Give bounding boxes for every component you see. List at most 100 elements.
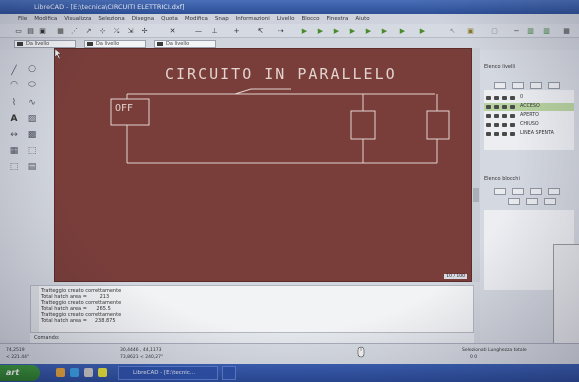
zoom-window-icon[interactable]: ▶ (365, 27, 372, 35)
lock-icon[interactable] (494, 105, 499, 109)
restrict-icon[interactable]: — (195, 27, 202, 35)
menu-snap[interactable]: Snap (214, 16, 229, 22)
print-layer-icon[interactable] (502, 132, 507, 136)
zoom-pan-icon[interactable]: ▶ (381, 27, 388, 35)
start-button[interactable]: art (0, 365, 40, 381)
polyline-tool-icon[interactable]: ⌇ (11, 98, 17, 108)
menu-blocco[interactable]: Blocco (301, 16, 320, 22)
pointer-icon[interactable]: ↖ (449, 27, 456, 35)
pen-width-combo[interactable]: Da livello (84, 40, 146, 48)
eye-icon[interactable] (486, 123, 491, 127)
ellipse-tool-icon[interactable]: ⬭ (28, 80, 36, 90)
print-layer-icon[interactable] (502, 114, 507, 118)
menu-seleziona[interactable]: Seleziona (98, 16, 125, 22)
dock2-icon[interactable]: ▥ (543, 27, 550, 35)
menu-livello[interactable]: Livello (276, 16, 295, 22)
ortho-icon[interactable]: ⊥ (211, 27, 218, 35)
options-icon[interactable]: ▢ (491, 27, 498, 35)
snap-end-icon[interactable]: ↗ (85, 27, 92, 35)
command-input[interactable]: Comando: (30, 333, 474, 343)
dock-icon[interactable]: ▥ (527, 27, 534, 35)
overlapping-dialog[interactable] (553, 244, 579, 354)
command-dock-handle[interactable] (31, 286, 39, 332)
layer-hide-all-icon[interactable] (512, 82, 524, 89)
eye-icon[interactable] (486, 105, 491, 109)
layer-remove-icon[interactable] (548, 82, 560, 89)
properties-icon[interactable]: ▣ (467, 27, 474, 35)
block-save-icon[interactable] (544, 198, 556, 205)
block-hide-icon[interactable] (512, 188, 524, 195)
zoom-prev-icon[interactable]: ▶ (349, 27, 356, 35)
lock-icon[interactable] (494, 132, 499, 136)
pen-color-combo[interactable]: Da livello (14, 40, 76, 48)
line-tool-icon[interactable]: ╱ (11, 66, 17, 76)
print-layer-icon[interactable] (502, 123, 507, 127)
layer-show-all-icon[interactable] (494, 82, 506, 89)
scrollbar-thumb[interactable] (473, 188, 479, 202)
quicklaunch-explorer-icon[interactable] (56, 368, 65, 377)
text-tool-icon[interactable]: A (10, 114, 18, 124)
zoom-auto-icon[interactable]: ▶ (333, 27, 340, 35)
circle-tool-icon[interactable]: ○ (28, 64, 36, 74)
menu-informazioni[interactable]: Informazioni (235, 16, 270, 22)
print-icon[interactable]: ▦ (563, 27, 570, 35)
eye-icon[interactable] (486, 114, 491, 118)
quicklaunch-app-icon[interactable] (84, 368, 93, 377)
zoom-in-icon[interactable]: ▶ (301, 27, 308, 35)
menu-finestra[interactable]: Finestra (326, 16, 349, 22)
zoom-out-icon[interactable]: ▶ (317, 27, 324, 35)
block-add-icon[interactable] (530, 188, 542, 195)
info-tool-icon[interactable]: ▤ (27, 162, 37, 172)
snap-center-icon[interactable]: ⊹ (99, 27, 106, 35)
block-tool-icon[interactable]: ▦ (9, 146, 19, 156)
layer-row-chiuso[interactable]: CHIUSO (484, 121, 574, 129)
layer-tool-icon[interactable]: ▶ (419, 27, 426, 35)
layer-row-linea-spenta[interactable]: LINEA SPENTA (484, 130, 574, 138)
snap-grid-icon[interactable]: ⋰ (71, 27, 78, 35)
pen-linetype-combo[interactable]: Da livello (154, 40, 216, 48)
layer-row-acceso[interactable]: ACCESO (484, 103, 574, 111)
close-snap-icon[interactable]: ✕ (169, 27, 176, 35)
block-remove-icon[interactable] (548, 188, 560, 195)
menu-modifica-2[interactable]: Modifica (184, 16, 208, 22)
save-file-icon[interactable]: ▣ (39, 27, 46, 35)
print-layer-icon[interactable] (502, 96, 507, 100)
menu-visualizza[interactable]: Visualizza (64, 16, 92, 22)
menu-aiuto[interactable]: Aiuto (355, 16, 370, 22)
select-tool-icon[interactable]: ⬚ (9, 162, 19, 172)
spline-tool-icon[interactable]: ∿ (28, 98, 36, 108)
snap-dist-icon[interactable]: ⇲ (127, 27, 134, 35)
minus-icon[interactable]: − (513, 27, 520, 35)
lock-icon[interactable] (494, 123, 499, 127)
plus-icon[interactable]: + (233, 27, 240, 35)
snap-intersect-icon[interactable]: ✢ (141, 27, 148, 35)
relative-zero-icon[interactable]: ↸ (257, 27, 264, 35)
construction-icon[interactable] (510, 96, 515, 100)
quicklaunch-browser-icon[interactable] (70, 368, 79, 377)
menu-quota[interactable]: Quota (161, 16, 178, 22)
block-edit-icon[interactable] (508, 198, 520, 205)
construction-icon[interactable] (510, 123, 515, 127)
redraw-icon[interactable]: ▶ (399, 27, 406, 35)
construction-icon[interactable] (510, 132, 515, 136)
menu-file[interactable]: File (18, 16, 28, 22)
taskbar-librecad-button[interactable]: LibreCAD - [E:\tecnic... (118, 366, 218, 380)
arc-tool-icon[interactable]: ◠ (10, 80, 18, 90)
lock-icon[interactable] (494, 114, 499, 118)
layer-row-0[interactable]: 0 (484, 94, 574, 102)
construction-icon[interactable] (510, 105, 515, 109)
layer-row-aperto[interactable]: APERTO (484, 112, 574, 120)
modify-tool-icon[interactable]: ⬚ (27, 146, 37, 156)
construction-icon[interactable] (510, 114, 515, 118)
block-show-icon[interactable] (494, 188, 506, 195)
drawing-canvas[interactable]: CIRCUITO IN PARALLELO OFF 10 / 100 (54, 48, 472, 282)
menu-disegna[interactable]: Disegna (131, 16, 155, 22)
dimension-tool-icon[interactable]: ↔ (10, 130, 18, 140)
open-file-icon[interactable]: ▤ (27, 27, 34, 35)
layer-add-icon[interactable] (530, 82, 542, 89)
image-tool-icon[interactable]: ▩ (27, 130, 37, 140)
hatch-tool-icon[interactable]: ▨ (27, 114, 37, 124)
lock-zero-icon[interactable]: ⇢ (277, 27, 284, 35)
lock-icon[interactable] (494, 96, 499, 100)
menu-modifica[interactable]: Modifica (34, 16, 58, 22)
